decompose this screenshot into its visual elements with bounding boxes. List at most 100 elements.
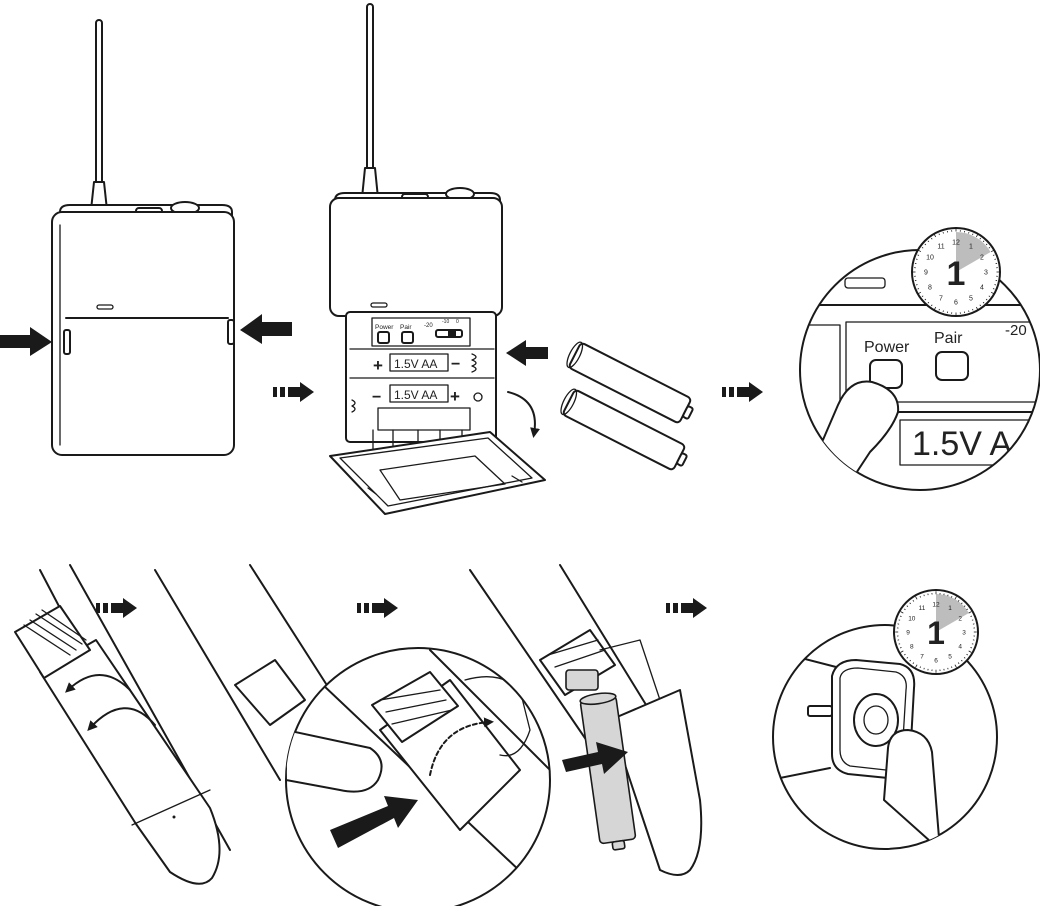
- dial-tick: [982, 240, 985, 243]
- timer-seconds: 1: [927, 615, 945, 651]
- antenna: [366, 3, 374, 175]
- dial-tick: [927, 301, 930, 304]
- squeeze-arrow-right-icon: [240, 314, 292, 344]
- timer-seconds: 1: [947, 255, 966, 293]
- timer-shade: [936, 594, 969, 632]
- dial-tick: [972, 308, 974, 311]
- dial-number: 3: [984, 269, 988, 276]
- pair-button[interactable]: [401, 331, 414, 344]
- step-arrow-4-icon: [357, 598, 398, 618]
- handheld-open: [154, 564, 331, 781]
- handheld-power-button[interactable]: [853, 693, 899, 747]
- dial-tick: [970, 647, 973, 649]
- dial-tick: [918, 291, 922, 295]
- dial-tick: [975, 234, 979, 238]
- battery-compartment: [345, 311, 497, 443]
- dial-tick: [966, 608, 969, 611]
- dial-number: 12: [952, 239, 960, 246]
- dial-number: 8: [910, 643, 914, 650]
- dial-tick: [915, 258, 918, 260]
- plus-sign-top: +: [373, 356, 383, 375]
- dial-tick: [975, 306, 979, 310]
- dial-tick: [951, 666, 953, 669]
- dial-number: 1: [948, 605, 952, 612]
- dial-tick: [909, 659, 911, 662]
- dial-number: 2: [980, 255, 984, 262]
- mic-battery-cup: [39, 639, 221, 885]
- step-arrow-2-icon: [722, 382, 763, 402]
- dial-tick: [954, 596, 957, 600]
- power-button[interactable]: [377, 331, 390, 344]
- dial-tick: [994, 284, 997, 286]
- dial-tick: [961, 602, 963, 605]
- dial-tick: [903, 608, 906, 611]
- battery-label-top: 1.5V AA: [394, 357, 437, 371]
- latch-right: [227, 319, 235, 345]
- rotate-arrow-1-icon: [65, 674, 131, 693]
- dial-tick: [912, 662, 915, 665]
- handheld-power-zoom-circle: [772, 624, 998, 850]
- dial-tick: [909, 602, 911, 605]
- dial-number: 10: [926, 254, 934, 261]
- plus-sign-bottom: +: [450, 387, 460, 406]
- dial-tick: [899, 647, 902, 649]
- rotate-arrow-2-icon: [87, 707, 156, 731]
- insert-battery-arrow-icon: [562, 742, 628, 774]
- step-arrow-5-icon: [666, 598, 707, 618]
- aa-batteries: [560, 341, 694, 471]
- power-label: Power: [375, 324, 394, 331]
- handheld-unscrew: [14, 564, 231, 885]
- dial-number: 11: [919, 605, 926, 612]
- dial-tick: [924, 243, 927, 246]
- dial-tick: [921, 295, 924, 298]
- zoom-pair-label: Pair: [934, 330, 963, 347]
- dial-tick: [968, 650, 972, 653]
- dial-tick: [985, 298, 988, 301]
- bodypack-open: Power Pair -20 -10 0 + 1.5V AA − − 1.5V …: [329, 3, 548, 515]
- thumb-icon: [286, 729, 383, 793]
- dial-tick: [933, 306, 937, 310]
- dial-tick: [957, 662, 960, 665]
- dial-tick: [924, 298, 927, 301]
- zoom-pair-button[interactable]: [935, 351, 969, 381]
- dial-tick: [938, 308, 940, 311]
- dial-tick: [906, 657, 909, 659]
- dial-number: 3: [962, 629, 966, 636]
- dial-tick: [921, 246, 924, 249]
- bodypack-closed: [0, 19, 292, 456]
- dial-tick: [915, 284, 918, 286]
- dial-tick: [912, 599, 915, 602]
- zoom-power-label: Power: [864, 339, 910, 356]
- minus-sign-bottom: −: [372, 389, 381, 406]
- dial-number: 6: [934, 657, 938, 664]
- dial-tick: [970, 615, 973, 617]
- dial-number: 7: [939, 295, 943, 302]
- dial-tick: [982, 301, 985, 304]
- battery-clip: [464, 676, 531, 757]
- zoom-battery-label: 1.5V A: [912, 425, 1013, 463]
- dial-number: 4: [980, 284, 984, 291]
- dial-tick: [915, 596, 918, 600]
- squeeze-arrow-left-icon: [0, 327, 52, 356]
- dial-tick: [927, 240, 930, 243]
- dial-number: 5: [948, 654, 952, 661]
- dial-number: 6: [954, 300, 958, 307]
- dial-number: 11: [937, 244, 944, 251]
- led-indicator: [96, 304, 114, 310]
- dial-tick: [930, 237, 933, 240]
- dial-tick: [942, 231, 944, 234]
- dial-tick: [930, 304, 933, 307]
- dial-tick: [990, 291, 994, 295]
- dial-tick: [994, 258, 997, 260]
- dial-tick: [961, 659, 963, 662]
- zoom-attenuation-label: -20: [1005, 322, 1027, 339]
- dial-number: 2: [958, 615, 962, 622]
- step-arrow-3-icon: [96, 598, 137, 618]
- dial-tick: [990, 249, 994, 253]
- mic-thread: [14, 605, 91, 679]
- minus-sign-top: −: [451, 356, 460, 373]
